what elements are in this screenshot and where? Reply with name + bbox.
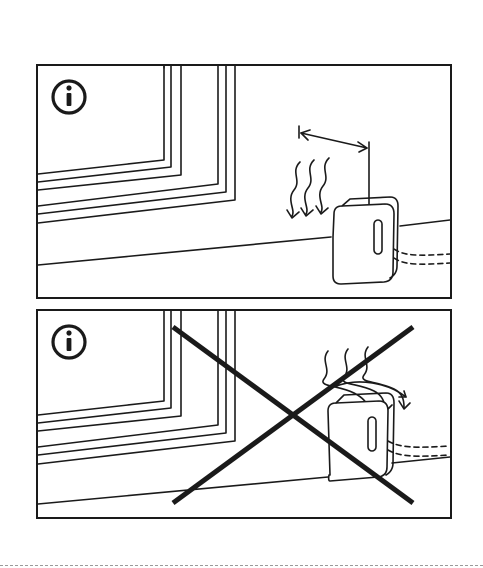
heat-waves-icon (287, 158, 329, 218)
incorrect-placement-illustration (38, 311, 450, 517)
dashed-cable (394, 249, 450, 264)
dashed-cable (388, 441, 450, 456)
info-circle-icon (53, 326, 85, 358)
instruction-panel-correct: i (36, 64, 452, 299)
instruction-panel-incorrect: i (36, 309, 452, 519)
info-circle-icon (53, 81, 85, 113)
window-sill (38, 457, 450, 504)
sensor-device (333, 197, 398, 284)
distance-arrow-icon (299, 126, 369, 204)
correct-placement-illustration (38, 66, 450, 297)
